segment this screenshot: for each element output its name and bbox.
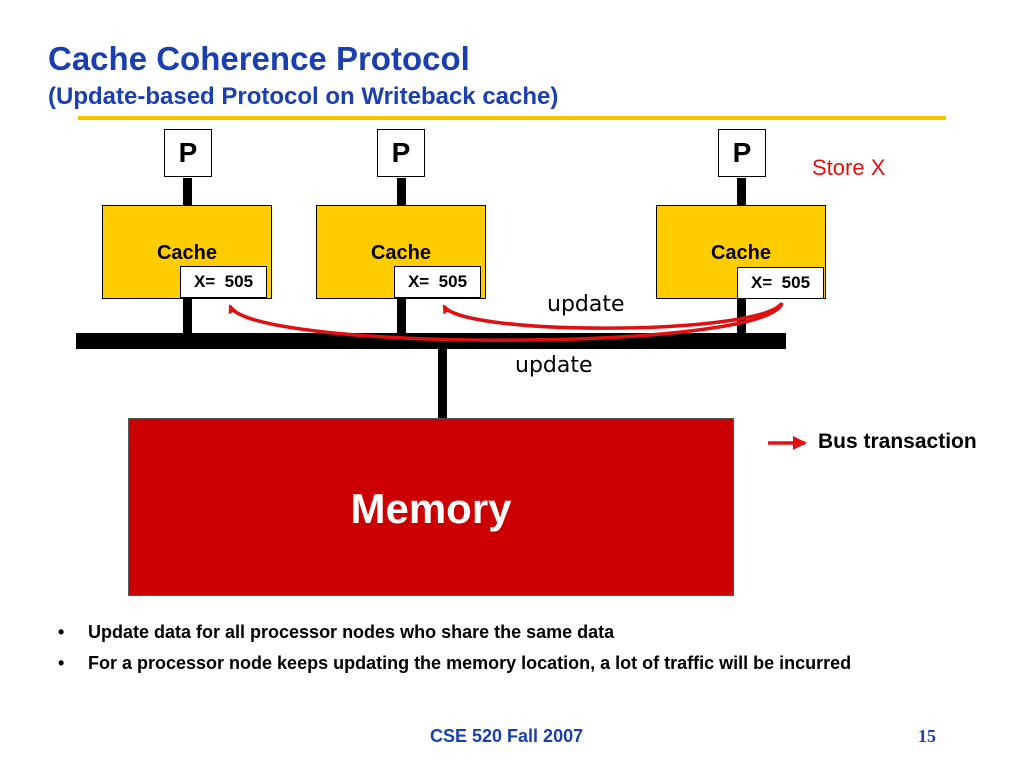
update-arrow-to-cache1 [228,302,784,342]
cache-label: Cache [710,242,772,264]
processor-3: P [718,129,766,177]
legend-label: Bus transaction [818,430,977,453]
cache-label: Cache [370,242,432,264]
cache-1-value: X= 505 [180,266,267,298]
cache-3-value: X= 505 [737,267,824,299]
cache-2-value: X= 505 [394,266,481,298]
system-bus [76,333,786,349]
footer-course: CSE 520 Fall 2007 [430,726,584,746]
page-number: 15 [918,726,936,746]
slide-subtitle: (Update-based Protocol on Writeback cach… [48,83,559,110]
cache2-link [397,298,406,334]
bullet-list: •Update data for all processor nodes who… [58,621,978,683]
cache1-link [183,298,192,334]
p3-link [737,178,746,205]
update-label-upper: update [547,292,625,317]
bullet-item: •Update data for all processor nodes who… [58,622,615,642]
slide-title: Cache Coherence Protocol [48,40,470,77]
memory-label: Memory [350,485,512,532]
bullet-dot: • [58,653,65,673]
p1-link [183,178,192,205]
store-x-label: Store X [812,155,886,180]
title-underline [78,116,946,120]
bullet-item: •For a processor node keeps updating the… [58,653,852,673]
p2-link [397,178,406,205]
memory-block: Memory [128,418,734,596]
update-label-lower: update [515,353,593,378]
bullet-dot: • [58,622,65,642]
cache-label: Cache [156,242,218,264]
processor-1: P [164,129,212,177]
processor-2: P [377,129,425,177]
memory-link [438,349,447,418]
cache3-link [737,298,746,334]
update-arrow-to-cache2 [442,301,784,330]
